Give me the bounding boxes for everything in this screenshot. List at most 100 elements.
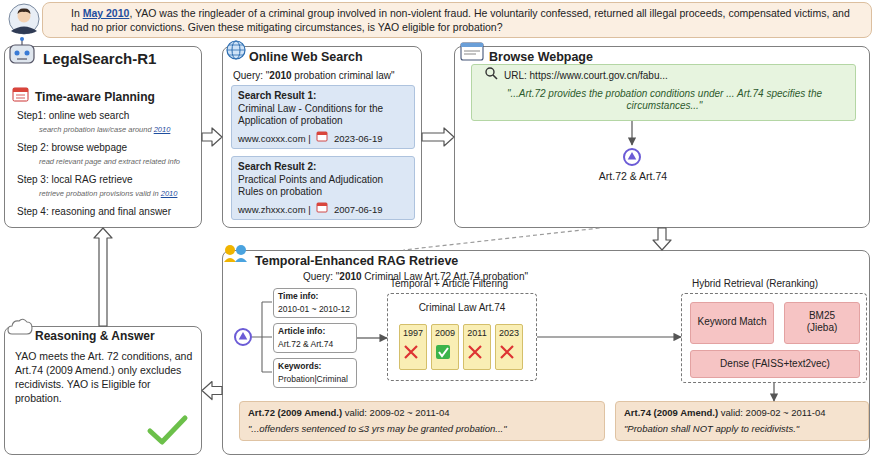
magnifier-icon bbox=[486, 68, 497, 79]
node-heading: In May 2010, YAO was the ringleader of a… bbox=[71, 6, 866, 34]
webpage-box: URL: https://www.court.gov.cn/fabu... "..… bbox=[471, 64, 856, 121]
node-text: Time-aware Planning bbox=[35, 90, 195, 105]
node-text: "...Art.72 provides the probation condit… bbox=[482, 88, 847, 112]
node-heading: Temporal + Article Filtering bbox=[390, 278, 540, 290]
connector-arrow bbox=[357, 337, 387, 338]
node-heading: Time info: bbox=[278, 291, 356, 301]
highlight: Art.72 (2009 Amend.) bbox=[248, 407, 342, 418]
reject-mark bbox=[405, 346, 513, 358]
cloud-icon bbox=[8, 319, 32, 334]
node-text: www.zhxxx.com | bbox=[238, 204, 328, 216]
node-text: 2023-06-19 bbox=[334, 133, 410, 145]
method-box: BM25 (Jieba) bbox=[784, 302, 860, 344]
info-box: Time info: 2010-01 ~ 2010-12 bbox=[273, 288, 357, 318]
check-mark bbox=[150, 418, 185, 442]
highlight: 2010 bbox=[161, 189, 178, 198]
node-heading: Art.72 (2009 Amend.) valid: 2009-02 ~ 20… bbox=[248, 407, 598, 419]
node-text: Step 3: local RAG retrieve bbox=[17, 174, 199, 186]
calendar-icon bbox=[13, 88, 28, 101]
llm-logo bbox=[624, 149, 640, 165]
node-text: 2007-06-19 bbox=[334, 204, 410, 216]
node-text: Probation|Criminal bbox=[278, 374, 358, 384]
answer-panel: Reasoning & AnswerYAO meets the Art. 72 … bbox=[4, 326, 202, 455]
node-heading: Dense (FAISS+text2vec) bbox=[691, 358, 859, 370]
calendar-icon bbox=[317, 132, 327, 141]
avatar-icon bbox=[9, 4, 39, 34]
method-box: Dense (FAISS+text2vec) bbox=[690, 350, 860, 378]
node-text: "Probation shall NOT apply to recidivist… bbox=[624, 423, 864, 435]
version-card: 2009 bbox=[431, 324, 459, 370]
node-text: Art.72 & Art.74 bbox=[583, 170, 683, 183]
globe-icon bbox=[227, 41, 245, 59]
connector-arrow bbox=[537, 336, 681, 337]
version-card: 2023 bbox=[495, 324, 523, 370]
robot-icon bbox=[10, 37, 34, 63]
node-text: Step 4: reasoning and final answer bbox=[17, 206, 199, 218]
node-text: Query: "2010 probation criminal law" bbox=[233, 70, 419, 82]
node-text: Step1: online web search bbox=[17, 110, 199, 122]
node-heading: Keyword Match bbox=[691, 316, 773, 328]
info-box: Article info: Art.72 & Art.74 bbox=[273, 323, 357, 353]
node-heading: Article info: bbox=[278, 326, 356, 336]
version-card: 1997 bbox=[399, 324, 427, 370]
node-heading: Keywords: bbox=[278, 361, 356, 371]
dashed-link bbox=[403, 228, 599, 250]
node-text: www.coxxx.com | bbox=[238, 133, 328, 145]
rag-panel: Temporal-Enhanced RAG RetrieveQuery: "20… bbox=[222, 250, 870, 455]
node-text: read relevant page and extract related i… bbox=[39, 157, 201, 166]
node-heading: Online Web Search bbox=[249, 50, 419, 65]
bracket-lines bbox=[252, 302, 272, 372]
node-heading: 1997 bbox=[400, 328, 426, 339]
node-text: search probation law/case around 2010 bbox=[39, 125, 201, 134]
node-text: 2010-01 ~ 2010-12 bbox=[278, 304, 358, 314]
node-heading: Hybrid Retrieval (Reranking) bbox=[692, 278, 868, 290]
highlight: May 2010 bbox=[83, 7, 130, 19]
llm-logo bbox=[235, 329, 251, 345]
node-heading: Art.74 (2009 Amend.) valid: 2009-02 ~ 20… bbox=[624, 407, 864, 419]
browser-icon bbox=[461, 43, 483, 60]
node-heading: 2023 bbox=[496, 328, 522, 339]
node-heading: Browse Webpage bbox=[489, 50, 689, 65]
flow-arrow bbox=[653, 228, 671, 250]
connector-arrow bbox=[773, 383, 774, 401]
node-heading: URL: https://www.court.gov.cn/fabu... bbox=[504, 70, 849, 82]
flow-arrow bbox=[202, 382, 222, 400]
question-banner: In May 2010, YAO was the ringleader of a… bbox=[42, 2, 872, 38]
flow-arrow bbox=[202, 128, 222, 146]
highlight: 2010 bbox=[269, 70, 291, 81]
flow-arrow bbox=[632, 121, 633, 145]
method-box: Keyword Match bbox=[690, 302, 774, 344]
node-text: Criminal Law - Conditions for the Applic… bbox=[238, 103, 410, 127]
node-text: YAO meets the Art. 72 conditions, and Ar… bbox=[15, 349, 197, 405]
highlight: 2010 bbox=[154, 125, 171, 134]
node-text: Practical Points and Adjudication Rules … bbox=[238, 174, 410, 198]
flow-arrow bbox=[94, 228, 112, 326]
search-result: Search Result 2:Practical Points and Adj… bbox=[231, 156, 415, 220]
calendar-icon bbox=[317, 203, 327, 212]
node-heading: 2011 bbox=[464, 328, 490, 339]
article-result: Art.72 (2009 Amend.) valid: 2009-02 ~ 20… bbox=[239, 401, 605, 441]
retrieve-icon bbox=[224, 245, 247, 262]
flow-arrow bbox=[422, 128, 454, 146]
node-text: retrieve probation provisions valid in 2… bbox=[39, 189, 201, 198]
connector-layer bbox=[94, 128, 774, 401]
node-text: Criminal Law Art.74 bbox=[388, 302, 536, 314]
node-heading: Search Result 1: bbox=[238, 90, 408, 102]
retrieval-group: Hybrid Retrieval (Reranking)Keyword Matc… bbox=[681, 293, 867, 383]
filter-group: Temporal + Article FilteringCriminal Law… bbox=[387, 293, 537, 381]
node-heading: Search Result 2: bbox=[238, 161, 408, 173]
highlight: 2010 bbox=[339, 271, 361, 282]
highlight: Art.74 (2009 Amend.) bbox=[624, 407, 718, 418]
node-text: Step 2: browse webpage bbox=[17, 142, 199, 154]
node-text: Art.72 & Art.74 bbox=[278, 339, 358, 349]
node-heading: BM25 (Jieba) bbox=[799, 310, 845, 334]
version-card: 2011 bbox=[463, 324, 491, 370]
node-heading: Temporal-Enhanced RAG Retrieve bbox=[255, 254, 535, 269]
agent-panel: LegalSearch-R1Time-aware PlanningStep1: … bbox=[4, 46, 202, 228]
search-result: Search Result 1:Criminal Law - Condition… bbox=[231, 85, 415, 149]
node-heading: LegalSearch-R1 bbox=[43, 50, 198, 68]
browse-panel: Browse WebpageArt.72 & Art.74 URL: https:… bbox=[454, 46, 870, 228]
node-heading: Reasoning & Answer bbox=[35, 329, 200, 344]
